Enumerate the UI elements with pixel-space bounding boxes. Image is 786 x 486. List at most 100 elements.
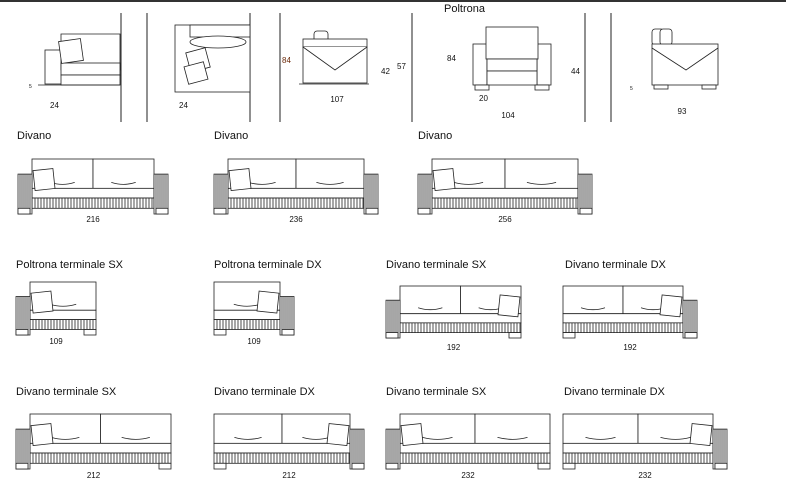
section-width: 107 [330, 95, 344, 104]
foot [213, 329, 227, 336]
sofa-drawing [562, 413, 728, 470]
foot [562, 462, 576, 470]
cushion-crease [526, 181, 557, 185]
section-view [299, 30, 369, 85]
back-cushion [295, 158, 365, 189]
cushion-crease [121, 436, 150, 440]
base [227, 197, 365, 209]
seat-cushion [431, 187, 579, 199]
seat-cushion [29, 442, 172, 454]
side-view-right [651, 28, 719, 90]
foot [281, 329, 295, 336]
sofa-label: Divano terminale SX [386, 259, 487, 271]
throw-pillow [30, 423, 54, 446]
foot [83, 329, 97, 336]
foot [385, 332, 399, 339]
section-total-height: 84 [282, 56, 291, 65]
sofa-width-dimension: 192 [623, 343, 637, 352]
back-cushion [504, 158, 579, 189]
foot [562, 332, 576, 339]
sofa-width-dimension: 232 [461, 471, 475, 480]
poltrona-arm-width: 20 [479, 94, 488, 103]
sofa-label: Divano terminale SX [386, 386, 487, 398]
sofa-width-dimension: 216 [86, 215, 100, 224]
sofa-label: Divano terminale SX [16, 386, 117, 398]
foot [417, 207, 431, 215]
base [213, 452, 351, 464]
side-right-depth: 93 [677, 107, 687, 116]
foot [579, 207, 593, 215]
cushion-crease [111, 181, 136, 185]
cushion-crease [580, 307, 606, 311]
foot [714, 462, 728, 470]
sofa-drawing [213, 413, 365, 470]
back-cushion [100, 413, 172, 444]
sofa-label: Poltrona terminale DX [214, 259, 322, 271]
foot [385, 462, 399, 470]
throw-pillow [256, 290, 280, 314]
cushion-crease [234, 436, 262, 440]
seat-cushion [562, 442, 714, 454]
sofa-drawing [17, 158, 169, 215]
cushion-crease [51, 436, 80, 440]
sofa-drawing [562, 285, 698, 339]
sofa-label: Divano [418, 130, 453, 142]
section-arm-height: 57 [397, 62, 406, 71]
seat-cushion [213, 442, 351, 454]
cushion-crease [422, 436, 453, 440]
foot [365, 207, 379, 215]
sofa-width-dimension: 232 [638, 471, 652, 480]
sofa-width-dimension: 109 [247, 337, 261, 346]
cushion-crease [453, 181, 484, 185]
side-depth: 24 [50, 101, 59, 110]
back-cushion [562, 285, 624, 315]
foot [684, 332, 698, 339]
plan-view [174, 24, 251, 93]
throw-pillow [228, 168, 252, 191]
back-cushion [562, 413, 639, 444]
sofa-label: Divano terminale DX [564, 386, 665, 398]
base [431, 197, 579, 209]
foot [351, 462, 365, 470]
throw-pillow [326, 423, 350, 446]
foot [508, 332, 522, 339]
sofa-drawing [15, 281, 97, 336]
side-right-foot: 5 [630, 86, 633, 92]
sofa-drawing [15, 413, 172, 470]
plan-depth: 24 [179, 101, 188, 110]
cushion-crease [418, 307, 443, 311]
throw-pillow [400, 423, 424, 446]
sofa-label: Divano terminale DX [565, 259, 666, 271]
sofa-label: Poltrona terminale SX [16, 259, 123, 271]
poltrona-width: 104 [501, 111, 515, 120]
throw-pillow [30, 290, 54, 314]
sofa-label: Divano [214, 130, 249, 142]
poltrona-seat-height: 44 [571, 67, 580, 76]
throw-pillow [497, 294, 521, 318]
foot [213, 462, 227, 470]
sofa-width-dimension: 212 [282, 471, 296, 480]
poltrona-title: Poltrona [444, 3, 485, 15]
foot [155, 207, 169, 215]
back-cushion [213, 413, 283, 444]
throw-pillow [32, 168, 56, 191]
seat-cushion [31, 187, 155, 199]
throw-pillow [432, 168, 456, 191]
throw-pillow [689, 423, 713, 446]
cushion-crease [497, 436, 528, 440]
sofa-width-dimension: 236 [289, 215, 303, 224]
throw-pillow [659, 294, 683, 318]
back-cushion [92, 158, 155, 189]
foot [213, 207, 227, 215]
seat-cushion [227, 187, 365, 199]
poltrona-height: 84 [447, 54, 456, 63]
section-seat-height: 42 [381, 67, 390, 76]
sofa-drawing [385, 413, 551, 470]
sofa-drawing [385, 285, 522, 339]
cushion-crease [660, 436, 691, 440]
foot-height: 5 [29, 84, 32, 90]
back-cushion [474, 413, 551, 444]
poltrona-front-view [472, 26, 552, 91]
sofa-width-dimension: 192 [446, 343, 461, 352]
